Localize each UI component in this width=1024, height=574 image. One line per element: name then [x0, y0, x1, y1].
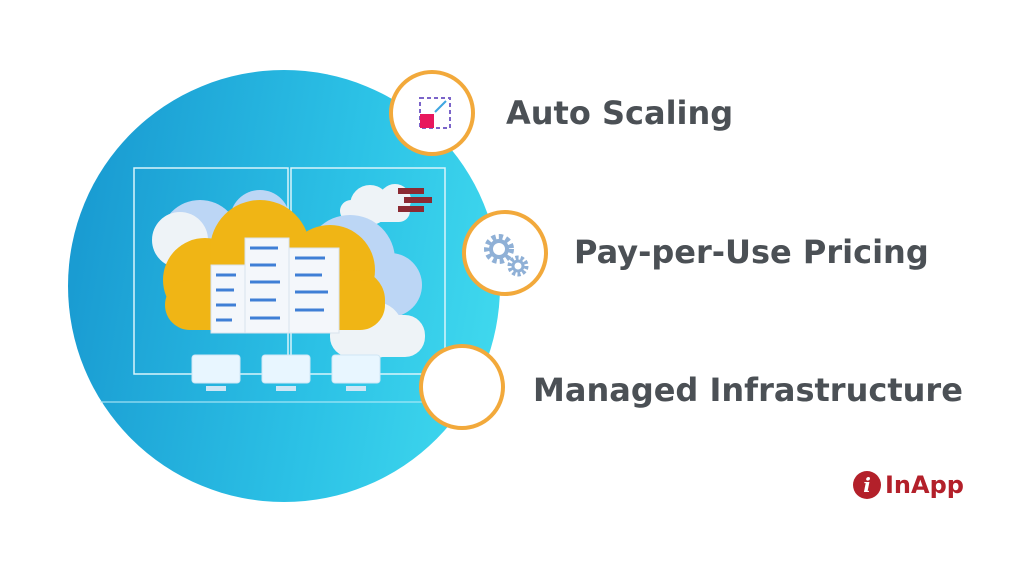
gears-icon	[484, 234, 529, 277]
logo-at-icon: i	[853, 471, 881, 499]
resize-icon	[419, 97, 451, 129]
feature-label-auto-scaling: Auto Scaling	[506, 94, 734, 132]
feature-circle-pricing	[462, 210, 548, 296]
feature-circle-auto-scaling	[389, 70, 475, 156]
feature-label-pricing: Pay-per-Use Pricing	[574, 233, 929, 271]
feature-label-managed: Managed Infrastructure	[533, 371, 963, 409]
feature-circle-managed	[419, 344, 505, 430]
inapp-logo: i InApp	[852, 470, 964, 500]
logo-text: InApp	[885, 471, 964, 499]
svg-text:i: i	[863, 473, 871, 497]
